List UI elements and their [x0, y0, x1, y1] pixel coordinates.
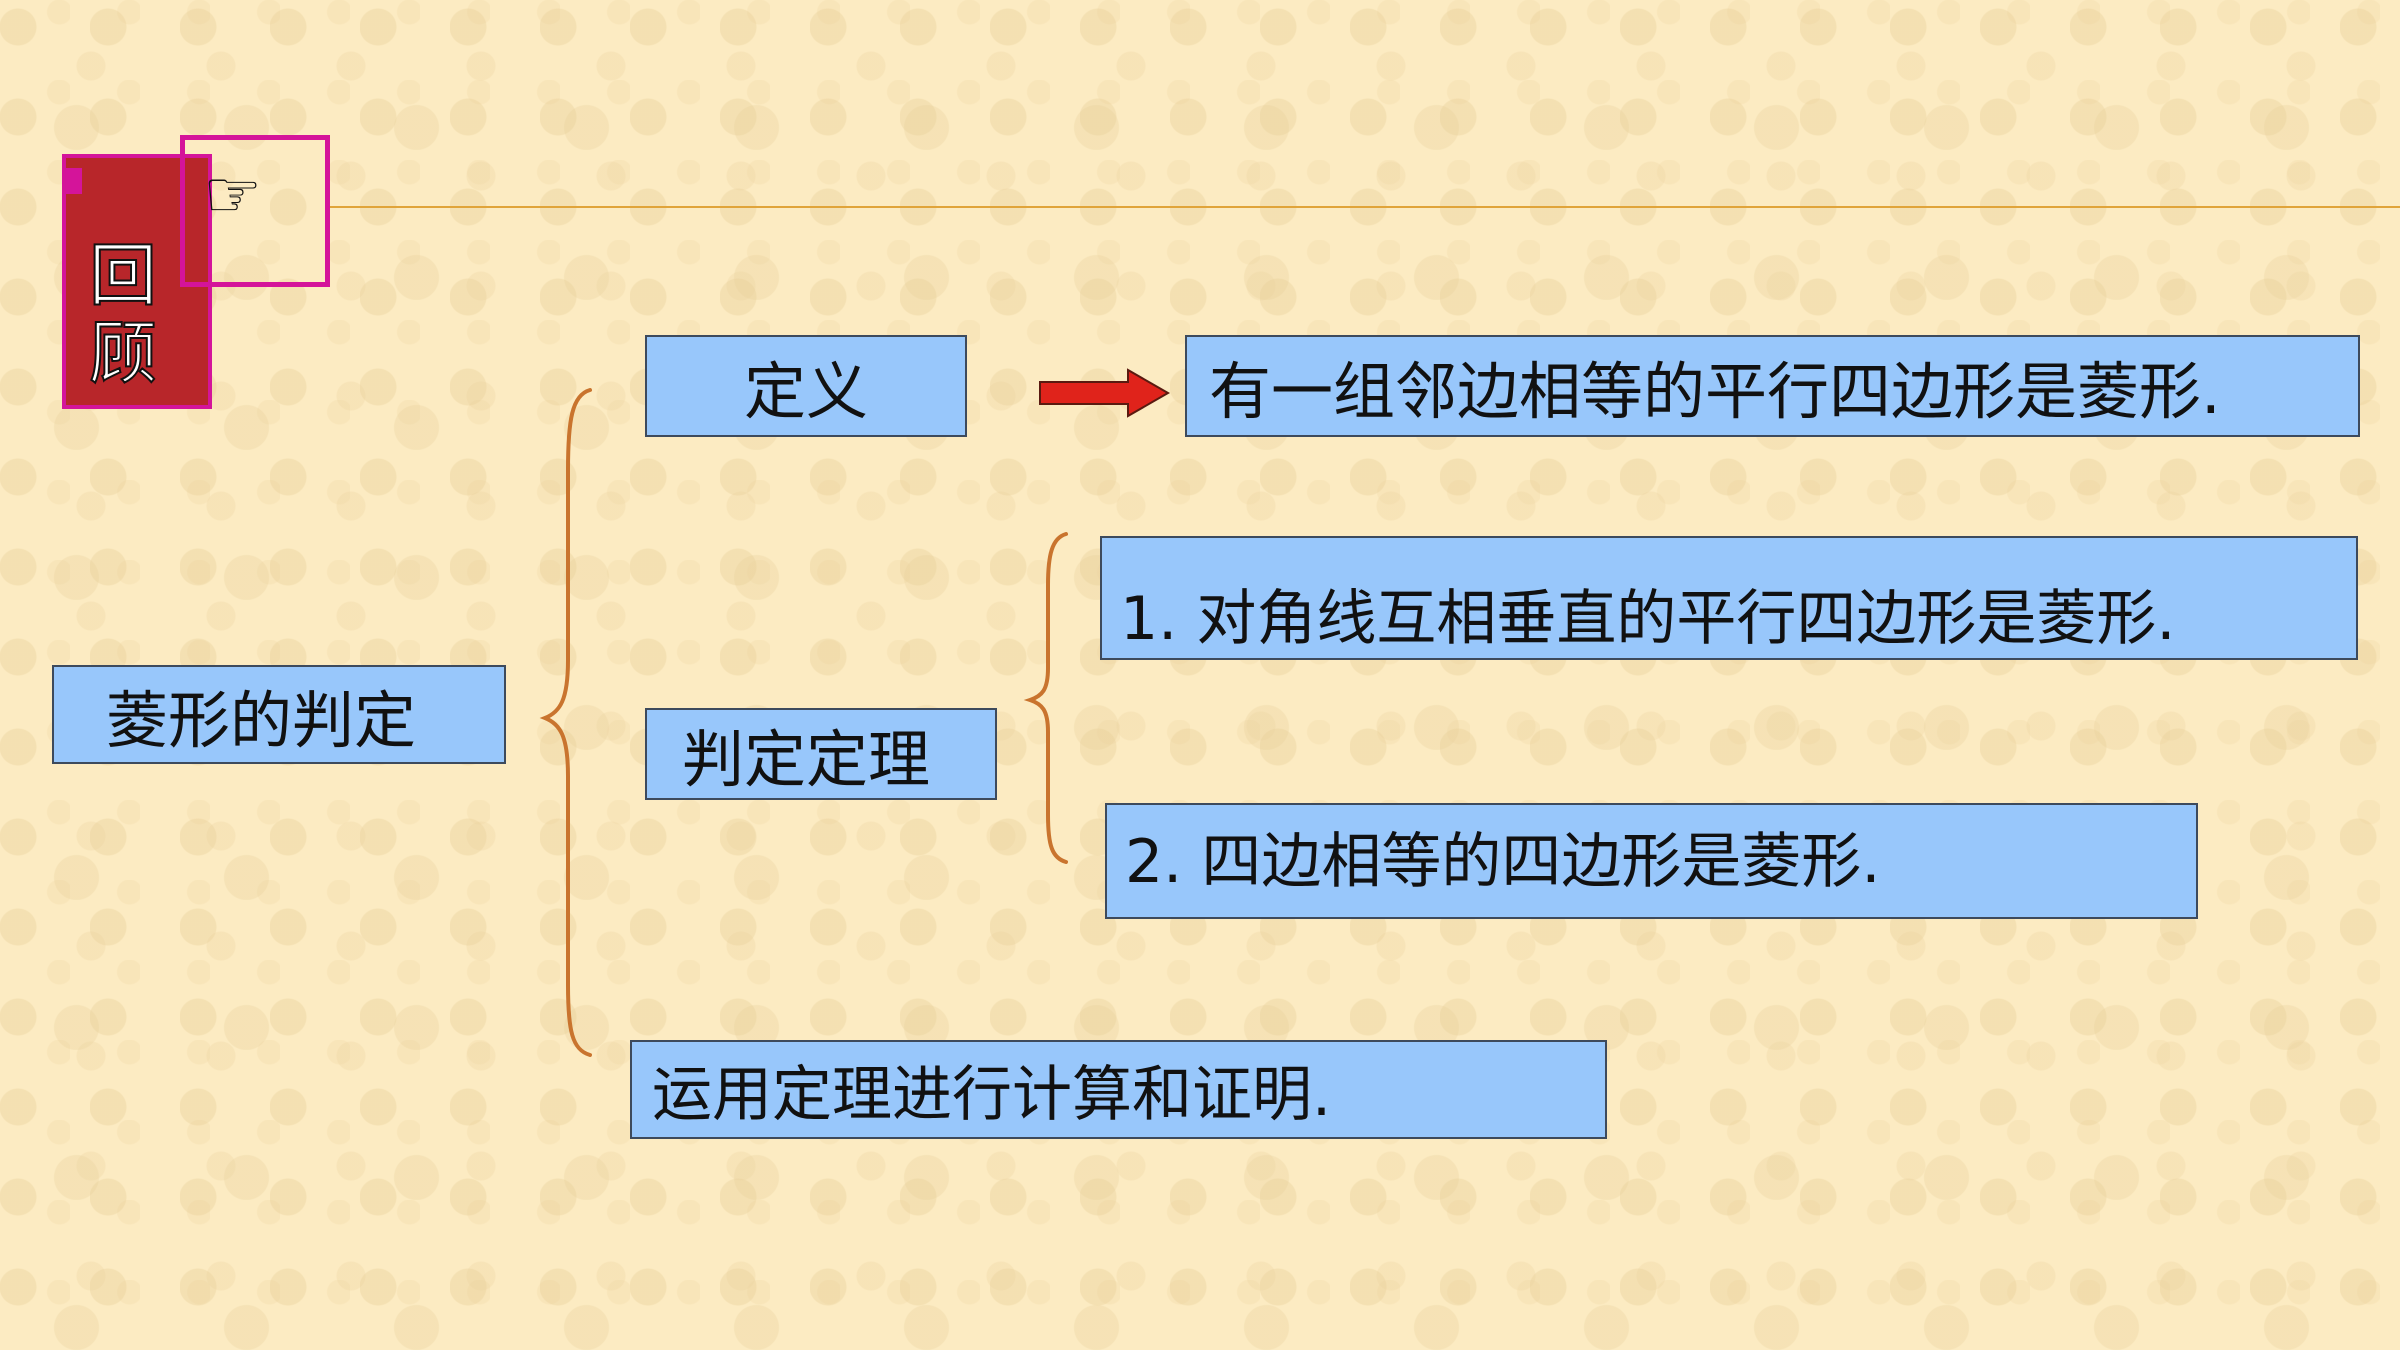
definition-label-box: 定义	[645, 335, 967, 437]
sub-brace	[1023, 532, 1068, 864]
application-box: 运用定理进行计算和证明.	[630, 1040, 1607, 1139]
application-text: 运用定理进行计算和证明.	[652, 1060, 1332, 1130]
theorem-label-box: 判定定理	[645, 708, 997, 800]
theorem-2-text: 2. 四边相等的四边形是菱形.	[1125, 826, 1881, 897]
review-title: 回顾	[88, 237, 158, 395]
theorem-label: 判定定理	[682, 723, 931, 796]
root-box: 菱形的判定	[52, 665, 506, 764]
tab-marker	[62, 168, 82, 194]
definition-arrow	[1039, 368, 1171, 418]
definition-text: 有一组邻边相等的平行四边形是菱形.	[1209, 355, 2221, 428]
definition-label: 定义	[743, 355, 868, 428]
theorem-1-box: 1. 对角线互相垂直的平行四边形是菱形.	[1100, 536, 2358, 660]
pointer-frame[interactable]: ☞	[180, 135, 330, 287]
definition-text-box: 有一组邻边相等的平行四边形是菱形.	[1185, 335, 2360, 437]
header-divider-line	[330, 206, 2400, 208]
theorem-1-text: 1. 对角线互相垂直的平行四边形是菱形.	[1120, 583, 2176, 654]
theorem-2-box: 2. 四边相等的四边形是菱形.	[1105, 803, 2198, 919]
review-tab: 回顾	[62, 154, 212, 409]
root-label: 菱形的判定	[106, 683, 417, 757]
pointing-hand-icon: ☞	[203, 156, 263, 233]
main-brace	[539, 388, 592, 1057]
